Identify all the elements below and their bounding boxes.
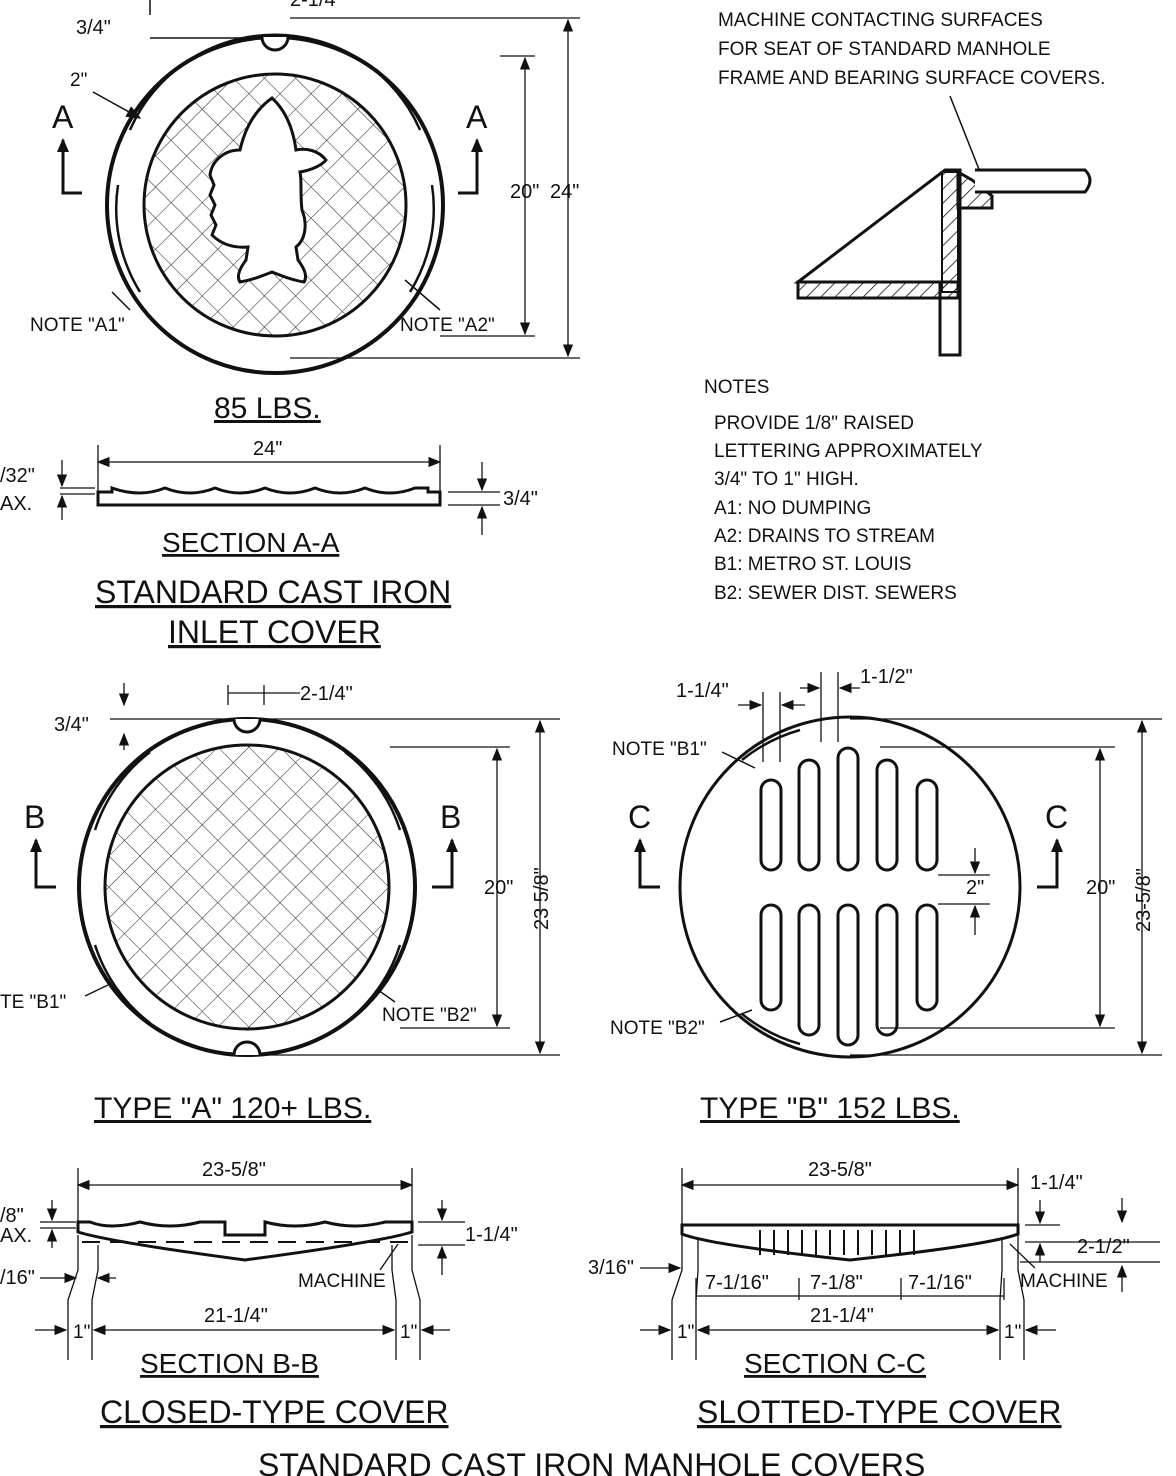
section-a-a: 24" /32" AX. 3/4" SECTION A-A STANDARD C… [0,438,538,650]
type-a-weight: TYPE "A" 120+ LBS. [94,1092,371,1125]
sec-c-rim: 1-1/4" [1030,1172,1083,1194]
note-line-2: LETTERING APPROXIMATELY [714,441,983,462]
sec-b-span: 21-1/4" [204,1305,268,1327]
slot-upper-3 [836,746,860,872]
inlet-notch-dim: 3/4" [76,17,111,39]
sec-c-seg1: 7-1/16" [705,1272,769,1294]
type-a-dim-outer: 23 5/8" [531,867,553,930]
note-line-5: A2: DRAINS TO STREAM [714,526,935,547]
sec-b-one-right: 1" [400,1322,417,1343]
slot-gap-dim: 1-1/2" [860,666,913,688]
slotted-type-title: SLOTTED-TYPE COVER [697,1394,1062,1430]
slot-lower-5 [915,903,939,1012]
sec-a-max: AX. [0,493,32,515]
type-b-note-b2: NOTE "B2" [610,1018,705,1039]
sec-a-thick: 3/4" [503,488,538,510]
type-b-weight: TYPE "B" 152 LBS. [700,1092,960,1125]
type-a-cover-plan: 2-1/4" 3/4" B B TE "B1" NOTE "B2" 20" 23… [0,683,560,1125]
sec-c-seg3: 7-1/16" [908,1272,972,1294]
closed-type-title: CLOSED-TYPE COVER [100,1394,449,1430]
note-line-7: B2: SEWER DIST. SEWERS [714,583,957,604]
slot-lower-2 [797,903,821,1037]
type-a-top-dim: 2-1/4" [300,683,353,705]
inlet-rim-dim: 2" [70,70,87,91]
sec-b-title: SECTION B-B [140,1348,319,1379]
sec-c-depth: 2-1/2" [1077,1236,1130,1258]
type-b-dim-outer: 23-5/8" [1133,868,1155,932]
note-a1-label: NOTE "A1" [30,315,125,336]
section-b-b: 23-5/8" /8" AX. 1-1/4" /16" MACHINE 21-1… [0,1159,518,1430]
section-mark-c-right: C [1045,799,1068,835]
sec-b-raise: /8" [0,1205,24,1227]
type-a-dim-inner: 20" [484,877,513,899]
type-b-cover-plan: 1-1/4" 1-1/2" C C NOTE "B1" NOTE "B2" 2"… [610,666,1162,1125]
slot-upper-2 [797,758,821,872]
sec-c-span: 21-1/4" [810,1305,874,1327]
note-b1-label: TE "B1" [0,992,66,1013]
sec-a-title: SECTION A-A [162,527,340,558]
section-mark-b-left: B [24,799,45,835]
sec-b-one-left: 1" [73,1322,90,1343]
sec-a-width: 24" [253,438,282,460]
machine-note-2: FOR SEAT OF STANDARD MANHOLE [718,39,1051,60]
inlet-weight: 85 LBS. [214,392,321,425]
sec-c-seg2: 7-1/8" [810,1272,863,1294]
sec-b-max: AX. [0,1225,32,1247]
section-mark-a-left: A [52,99,74,135]
notes-block: NOTES PROVIDE 1/8" RAISED LETTERING APPR… [704,377,983,604]
section-mark-c-left: C [628,799,651,835]
sec-b-width: 23-5/8" [202,1159,266,1181]
notes-heading: NOTES [704,377,769,398]
machine-note-1: MACHINE CONTACTING SURFACES [718,10,1043,31]
machine-note-3: FRAME AND BEARING SURFACE COVERS. [718,68,1105,89]
type-b-note-b1: NOTE "B1" [612,739,707,760]
main-title: STANDARD CAST IRON MANHOLE COVERS [258,1447,925,1476]
note-line-4: A1: NO DUMPING [714,498,871,519]
slot-space-dim: 2" [966,877,984,899]
note-line-1: PROVIDE 1/8" RAISED [714,413,914,434]
note-a2-label: NOTE "A2" [400,315,495,336]
inlet-cover-plan: 3/4" 2-1/4" 2" A A NOTE "A1" NOTE "A2" 2… [30,0,580,425]
sec-b-rim: 1-1/4" [465,1224,518,1246]
sec-c-title: SECTION C-C [744,1348,926,1379]
inlet-title-1: STANDARD CAST IRON [95,574,451,610]
slot-group [759,746,939,1047]
sec-b-edge: /16" [0,1267,35,1289]
sec-c-edge: 3/16" [588,1257,634,1279]
slot-lower-1 [759,903,783,1012]
section-c-c: 23-5/8" 1-1/4" 2-1/2" 3/16" 7-1/16" 7-1/… [588,1159,1160,1430]
slot-lower-4 [875,903,899,1037]
note-line-3: 3/4" TO 1" HIGH. [714,469,859,490]
slot-upper-5 [915,778,939,872]
slot-width-dim: 1-1/4" [676,680,729,702]
slot-upper-1 [759,778,783,872]
sec-c-width: 23-5/8" [808,1159,872,1181]
sec-b-machine: MACHINE [298,1271,386,1292]
note-b2-label: NOTE "B2" [382,1005,477,1026]
section-mark-a-right: A [466,99,488,135]
sec-a-raise: /32" [0,465,35,487]
sec-c-one-left: 1" [677,1322,694,1343]
sec-c-machine: MACHINE [1020,1271,1108,1292]
inlet-top-dim: 2-1/4" [290,0,343,11]
machine-detail: MACHINE CONTACTING SURFACES FOR SEAT OF … [718,10,1105,357]
inlet-title-2: INLET COVER [168,614,381,650]
note-line-6: B1: METRO ST. LOUIS [714,554,911,575]
fish-emblem [208,96,328,284]
slot-upper-4 [875,758,899,872]
type-b-dim-inner: 20" [1086,877,1115,899]
sec-c-one-right: 1" [1004,1322,1021,1343]
section-mark-b-right: B [440,799,461,835]
inlet-dim-outer: 24" [550,181,579,203]
slot-lower-3 [836,903,860,1047]
inlet-dim-inner: 20" [510,181,539,203]
type-a-notch-dim: 3/4" [54,714,89,736]
